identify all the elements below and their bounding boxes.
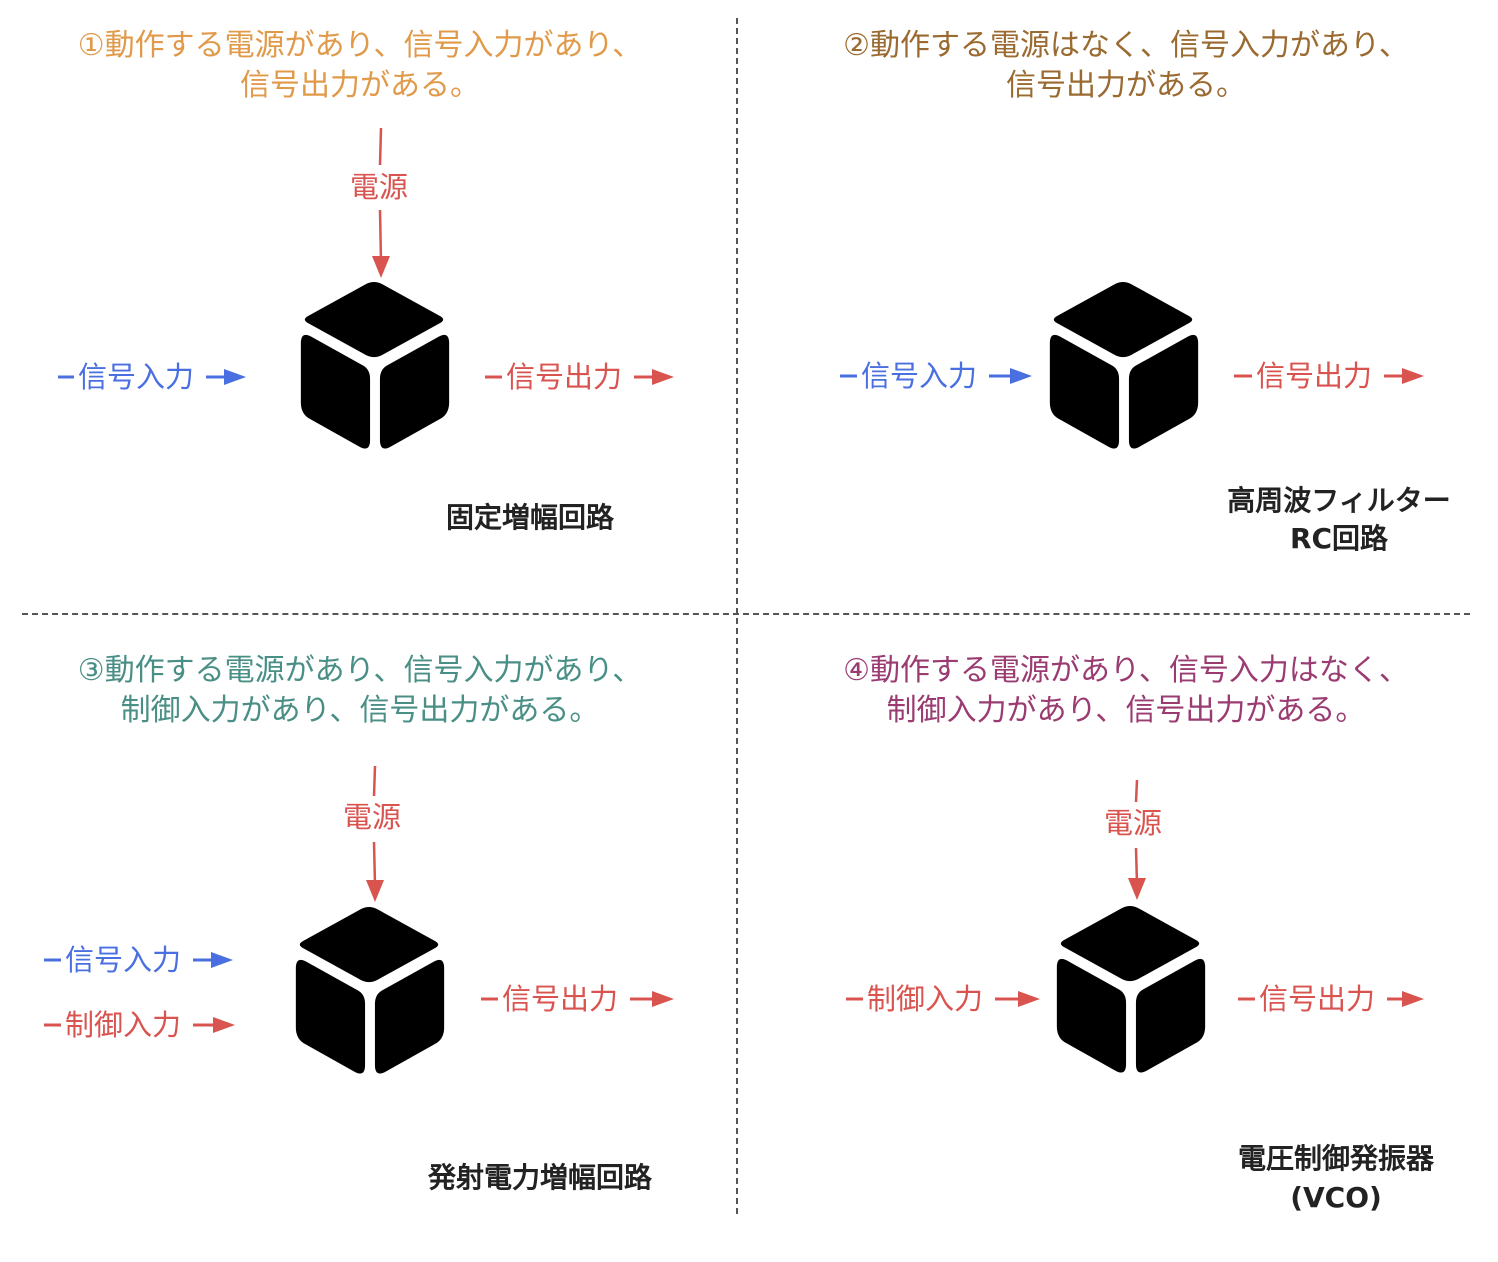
- quadrant-3-signal-output-arrowhead: [652, 991, 674, 1007]
- quadrant-2-caption-line2: RC回路: [1289, 522, 1389, 555]
- quadrant-4-power-label: 電源: [1104, 806, 1163, 840]
- quadrant-4-caption-line2: (VCO): [1290, 1181, 1382, 1214]
- quadrant-1-power-arrow: [378, 209, 383, 263]
- quadrant-3-power-label: 電源: [343, 800, 402, 834]
- quadrant-1-title: ①動作する電源があり、信号入力があり、 信号出力がある。: [77, 28, 643, 103]
- quadrant-1-power-label: 電源: [350, 170, 409, 204]
- quadrant-4-title: ④動作する電源があり、信号入力はなく、 制御入力があり、信号出力がある。: [843, 653, 1409, 728]
- horizontal-divider: [22, 613, 1470, 615]
- quadrant-1-signal-output-label: 信号出力: [506, 360, 623, 394]
- quadrant-2-signal-input-label: 信号入力: [861, 359, 978, 393]
- quadrant-3-signal-input-label: 信号入力: [65, 943, 182, 977]
- quadrant-3-title: ③動作する電源があり、信号入力があり、 制御入力があり、信号出力がある。: [77, 653, 643, 728]
- quadrant-3-control-input-label: 制御入力: [65, 1008, 182, 1042]
- quadrant-1-signal-input-label: 信号入力: [78, 360, 195, 394]
- quadrant-4-signal-output-label: 信号出力: [1259, 982, 1376, 1016]
- quadrant-2-title: ②動作する電源はなく、信号入力があり、 信号出力がある。: [843, 28, 1409, 103]
- quadrant-4-caption-line1: 電圧制御発振器: [1237, 1142, 1434, 1175]
- quadrant-1-signal-input-arrowhead: [224, 369, 246, 385]
- quadrant-3-caption: 発射電力増幅回路: [428, 1161, 653, 1194]
- quadrant-4-control-input-label: 制御入力: [867, 982, 984, 1016]
- quadrant-2-signal-input-arrowhead: [1010, 368, 1032, 384]
- quadrant-2-signal-output-arrowhead: [1402, 368, 1424, 384]
- vertical-divider: [736, 18, 738, 1214]
- quadrant-1-power-arrowhead: [372, 256, 390, 278]
- cube-icon: [295, 906, 445, 1074]
- quadrant-2-caption-line1: 高周波フィルター: [1227, 484, 1451, 517]
- quadrant-1-caption: 固定増幅回路: [446, 501, 615, 534]
- quadrant-2-signal-output-label: 信号出力: [1256, 359, 1373, 393]
- cube-icon: [1056, 905, 1206, 1073]
- quadrant-3-power-arrowhead: [366, 880, 384, 902]
- quadrant-4-power-arrow-top: [1134, 779, 1139, 803]
- quadrant-3-control-input-arrowhead: [213, 1017, 235, 1033]
- quadrant-3-signal-input-arrowhead: [211, 952, 233, 968]
- quadrant-3-signal-output-label: 信号出力: [502, 982, 619, 1016]
- cube-icon: [1049, 281, 1199, 449]
- quadrant-3-power-arrow: [372, 841, 377, 887]
- cube-icon: [300, 281, 450, 449]
- quadrant-1-signal-output-arrowhead: [652, 369, 674, 385]
- quadrant-4-signal-output-arrowhead: [1402, 991, 1424, 1007]
- quadrant-4-control-input-arrowhead: [1018, 991, 1040, 1007]
- quadrant-3-power-arrow-top: [372, 765, 377, 797]
- quadrant-1-power-arrow-top: [378, 127, 383, 166]
- quadrant-4-power-arrowhead: [1128, 878, 1146, 900]
